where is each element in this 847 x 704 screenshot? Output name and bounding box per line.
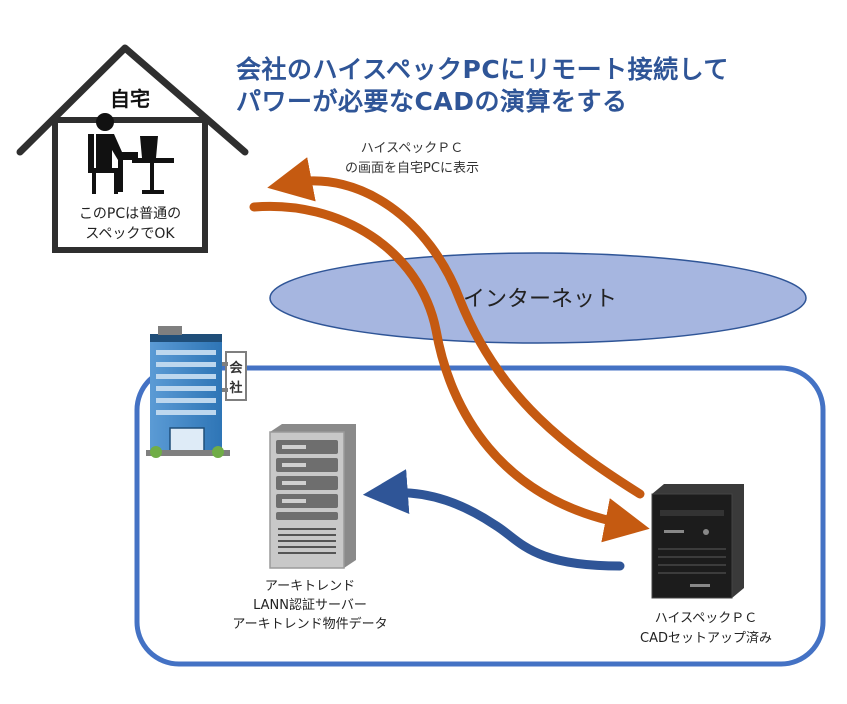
screen-display-note-line2: の画面を自宅PCに表示 [345, 161, 479, 176]
home-pc-note-line2: スペックでOK [85, 226, 175, 242]
high-spec-pc-icon [651, 484, 744, 599]
company-sign-char2: 社 [228, 380, 242, 396]
screen-display-note-line1: ハイスペックＰＣ [361, 141, 463, 156]
company-network-boundary [134, 365, 826, 667]
server-label-line1: アーキトレンド [265, 579, 355, 594]
remote-screen-arrow [267, 157, 645, 499]
server-label-line2: LANN認証サーバー [253, 597, 367, 613]
home-label: 自宅 [110, 87, 150, 111]
home-pc-note-line1: このPCは普通の [79, 206, 181, 222]
diagram-title-line2: パワーが必要なCADの演算をする [236, 87, 628, 116]
company-building-icon [146, 326, 247, 458]
server-tower-icon [269, 424, 356, 569]
company-sign-char1: 会 [229, 360, 243, 376]
person-at-desk-icon [88, 113, 174, 194]
internet-cloud [269, 252, 807, 344]
internet-label: インターネット [463, 287, 617, 312]
server-label-line3: アーキトレンド物件データ [232, 616, 387, 632]
remote-connection-arrow [249, 201, 650, 543]
pc-label-line2: CADセットアップ済み [640, 630, 772, 646]
lan-data-arrow [362, 469, 625, 571]
pc-label-line1: ハイスペックＰＣ [655, 611, 757, 626]
diagram-title-line1: 会社のハイスペックPCにリモート接続して [236, 55, 729, 84]
home-icon [16, 44, 249, 253]
